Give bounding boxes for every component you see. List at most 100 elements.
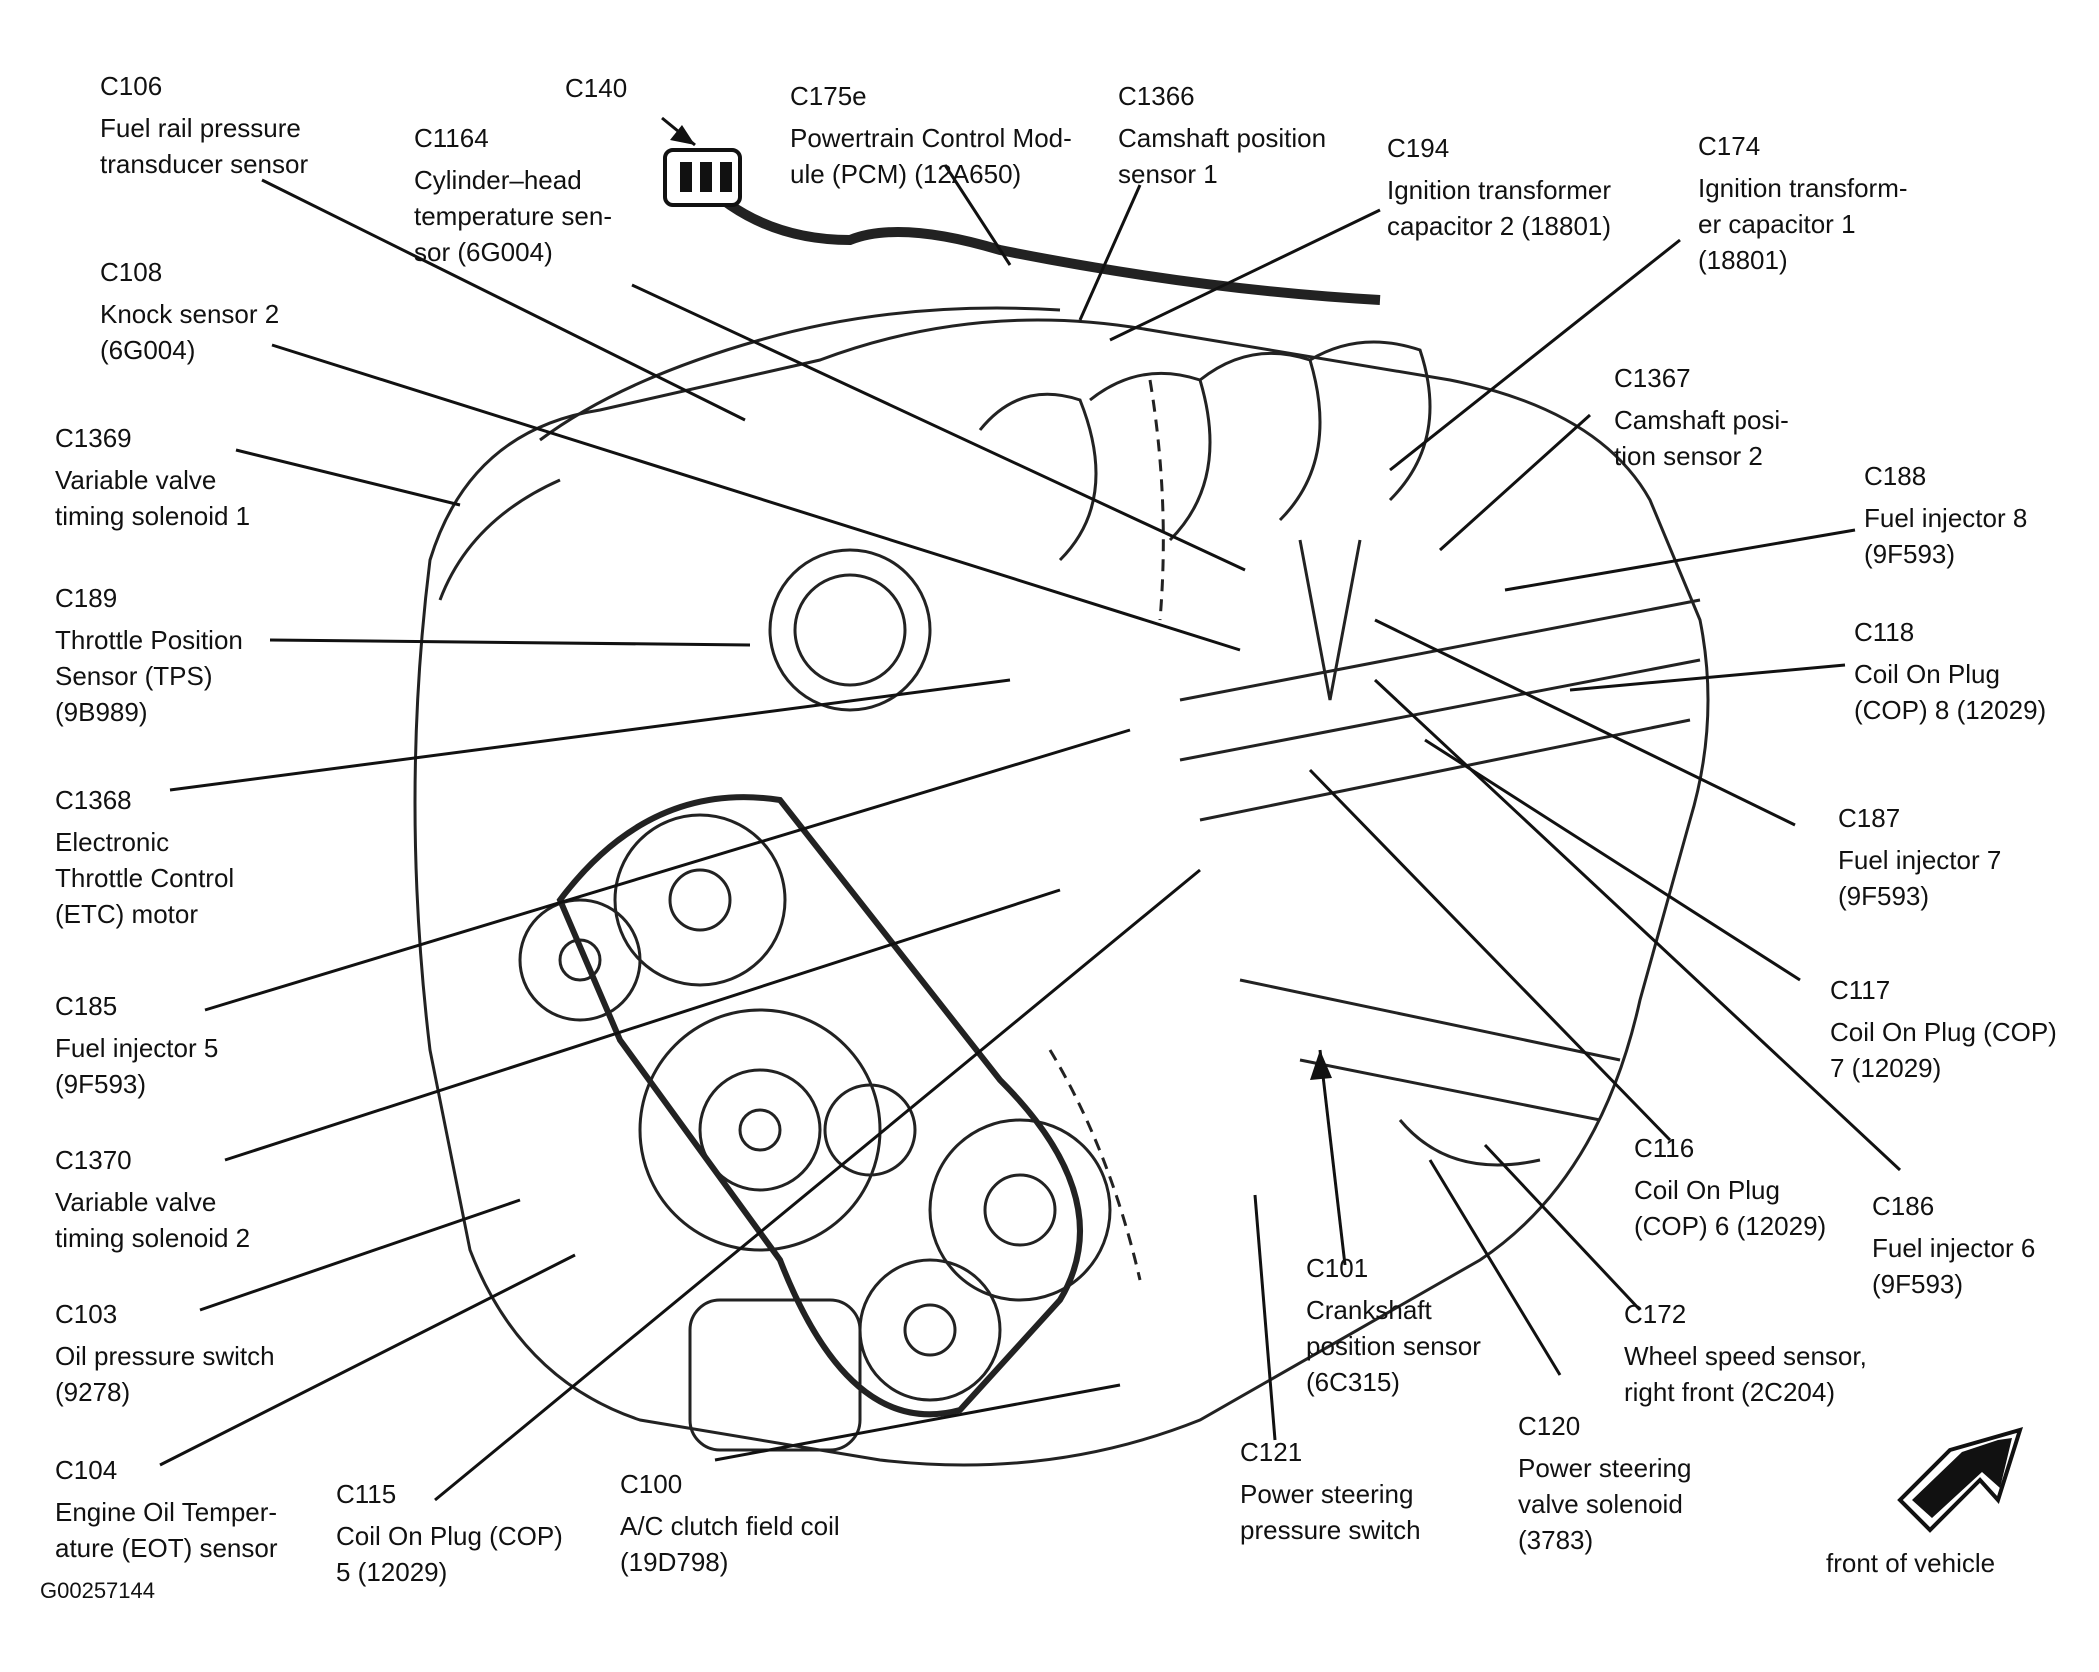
callout-line: sensor 1 <box>1118 159 1218 189</box>
callout-c115: C115 Coil On Plug (COP) 5 (12029) <box>336 1476 563 1590</box>
callout-line: (9F593) <box>1864 539 1956 569</box>
callout-c116: C116 Coil On Plug (COP) 6 (12029) <box>1634 1130 1826 1244</box>
callout-line: (COP) 6 (12029) <box>1634 1211 1827 1241</box>
callout-code: C103 <box>55 1299 118 1329</box>
callout-code: C1366 <box>1118 81 1195 111</box>
callout-code: C1367 <box>1614 363 1691 393</box>
callout-line: Power steering <box>1518 1453 1692 1483</box>
callout-code: C1370 <box>55 1145 132 1175</box>
callout-line: (COP) 8 (12029) <box>1854 695 2047 725</box>
callout-c120: C120 Power steering valve solenoid (3783… <box>1518 1408 1691 1558</box>
callout-line: er capacitor 1 <box>1698 209 1856 239</box>
callout-c106: C106 Fuel rail pressure transducer senso… <box>100 68 308 182</box>
callout-line: (9B989) <box>55 697 148 727</box>
callout-line: Wheel speed sensor, <box>1624 1341 1867 1371</box>
callout-line: Ignition transform- <box>1698 173 1908 203</box>
callout-line: Coil On Plug (COP) <box>1830 1017 2057 1047</box>
callout-line: (9F593) <box>1838 881 1930 911</box>
callout-line: Throttle Control <box>55 863 235 893</box>
callout-code: C172 <box>1624 1299 1687 1329</box>
callout-code: C188 <box>1864 461 1927 491</box>
callout-line: Camshaft posi- <box>1614 405 1789 435</box>
callout-line: (ETC) motor <box>55 899 198 929</box>
callout-c101: C101 Crankshaft position sensor (6C315) <box>1306 1250 1481 1400</box>
callout-line: Knock sensor 2 <box>100 299 280 329</box>
callout-line: Electronic <box>55 827 170 857</box>
callout-line: capacitor 2 (18801) <box>1387 211 1612 241</box>
callout-line: Crankshaft <box>1306 1295 1432 1325</box>
callout-line: Fuel injector 7 <box>1838 845 2002 875</box>
callout-line: (9278) <box>55 1377 131 1407</box>
callout-code: C189 <box>55 583 118 613</box>
callout-c104: C104 Engine Oil Temper- ature (EOT) sens… <box>55 1452 278 1566</box>
callout-code: C1164 <box>414 123 489 153</box>
callout-code: C115 <box>336 1479 397 1509</box>
callout-code: C108 <box>100 257 163 287</box>
callout-line: Oil pressure switch <box>55 1341 275 1371</box>
callout-c1164: C1164 Cylinder–head temperature sen- sor… <box>414 120 612 270</box>
arrow-up-right-icon <box>1897 1427 2024 1533</box>
callout-line: position sensor <box>1306 1331 1481 1361</box>
callout-line: valve solenoid <box>1518 1489 1683 1519</box>
callout-line: 7 (12029) <box>1830 1053 1942 1083</box>
callout-c121: C121 Power steering pressure switch <box>1240 1434 1421 1548</box>
callout-line: pressure switch <box>1240 1515 1421 1545</box>
callout-line: Power steering <box>1240 1479 1414 1509</box>
callout-code: C1368 <box>55 785 132 815</box>
callout-c185: C185 Fuel injector 5 (9F593) <box>55 988 218 1102</box>
callout-line: timing solenoid 1 <box>55 501 251 531</box>
callout-line: ule (PCM) (12A650) <box>790 159 1022 189</box>
callout-line: Variable valve <box>55 1187 217 1217</box>
callout-line: A/C clutch field coil <box>620 1511 840 1541</box>
callout-c103: C103 Oil pressure switch (9278) <box>55 1296 275 1410</box>
callout-line: tion sensor 2 <box>1614 441 1763 471</box>
callout-line: right front (2C204) <box>1624 1377 1835 1407</box>
callout-c1369: C1369 Variable valve timing solenoid 1 <box>55 420 250 534</box>
callout-line: (9F593) <box>55 1069 147 1099</box>
callout-line: sor (6G004) <box>414 237 553 267</box>
callout-c175e: C175e Powertrain Control Mod- ule (PCM) … <box>790 78 1072 192</box>
leader-arrowheads <box>670 125 1332 1080</box>
callout-code: C120 <box>1518 1411 1581 1441</box>
callout-line: Throttle Position <box>55 625 243 655</box>
callout-c108: C108 Knock sensor 2 (6G004) <box>100 254 279 368</box>
callout-code: C175e <box>790 81 867 111</box>
callout-c194: C194 Ignition transformer capacitor 2 (1… <box>1387 130 1611 244</box>
callout-line: Cylinder–head <box>414 165 582 195</box>
callout-line: ature (EOT) sensor <box>55 1533 278 1563</box>
callout-line: (19D798) <box>620 1547 729 1577</box>
callout-code: C106 <box>100 71 163 101</box>
callout-code: C185 <box>55 991 118 1021</box>
callout-code: C140 <box>565 73 628 103</box>
callout-code: C121 <box>1240 1437 1303 1467</box>
callout-code: C116 <box>1634 1133 1695 1163</box>
callout-c174: C174 Ignition transform- er capacitor 1 … <box>1698 128 1908 278</box>
engine-outline <box>413 176 1710 1467</box>
callout-line: (6C315) <box>1306 1367 1400 1397</box>
callout-line: Engine Oil Temper- <box>55 1497 278 1527</box>
callout-line: Fuel injector 6 <box>1872 1233 2036 1263</box>
callout-line: Coil On Plug <box>1854 659 2000 689</box>
callout-code: C104 <box>55 1455 118 1485</box>
callout-c172: C172 Wheel speed sensor, right front (2C… <box>1624 1296 1867 1410</box>
callout-c186: C186 Fuel injector 6 (9F593) <box>1872 1188 2035 1302</box>
callout-c1366: C1366 Camshaft position sensor 1 <box>1118 78 1326 192</box>
callout-c189: C189 Throttle Position Sensor (TPS) (9B9… <box>55 580 243 730</box>
callout-c1367: C1367 Camshaft posi- tion sensor 2 <box>1614 360 1789 474</box>
electrical-connector-icon <box>663 148 742 207</box>
callout-line: timing solenoid 2 <box>55 1223 251 1253</box>
callout-line: Powertrain Control Mod- <box>790 123 1072 153</box>
callout-code: C117 <box>1830 975 1891 1005</box>
front-of-vehicle-label: front of vehicle <box>1826 1548 1996 1578</box>
callout-line: Coil On Plug (COP) <box>336 1521 563 1551</box>
callout-line: Coil On Plug <box>1634 1175 1780 1205</box>
callout-line: Fuel injector 5 <box>55 1033 219 1063</box>
figure-id: G00257144 <box>40 1578 155 1603</box>
callout-line: (3783) <box>1518 1525 1594 1555</box>
callout-line: Fuel rail pressure <box>100 113 301 143</box>
callout-line: (9F593) <box>1872 1269 1964 1299</box>
callout-code: C174 <box>1698 131 1761 161</box>
callout-c1368: C1368 Electronic Throttle Control (ETC) … <box>55 782 234 932</box>
